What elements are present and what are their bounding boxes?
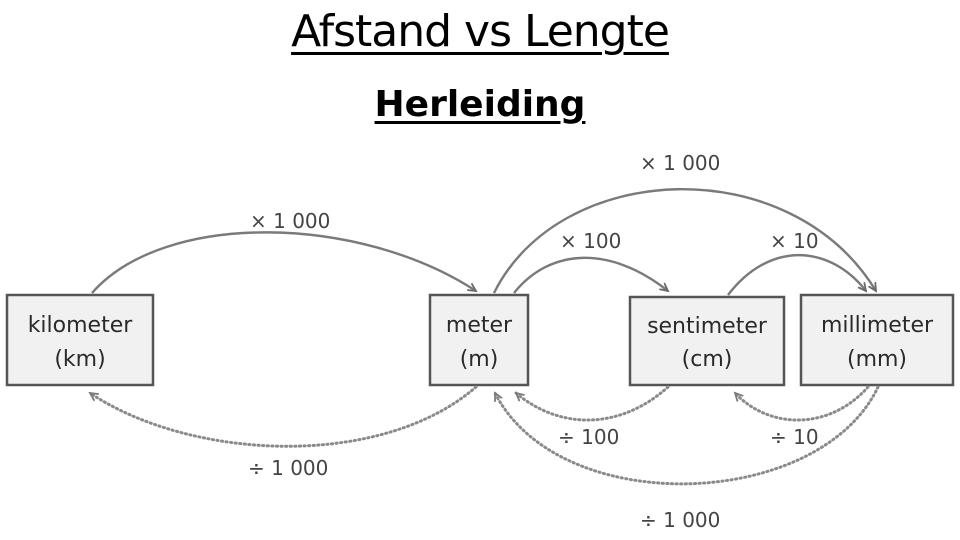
arrow-m-to-km [90, 385, 478, 448]
unit-abbr: (cm) [682, 347, 733, 372]
arrow-m-to-cm [513, 256, 668, 294]
arrow-m-to-mm [492, 188, 876, 294]
arrow-cm-to-mm [727, 253, 866, 296]
label-km-to-m: × 1 000 [250, 209, 330, 233]
label-mm-to-cm: ÷ 10 [770, 425, 819, 449]
label-cm-to-mm: × 10 [770, 229, 819, 253]
arrow-cm-to-m [516, 385, 670, 422]
label-m-to-km: ÷ 1 000 [248, 456, 328, 480]
page-subtitle: Herleiding [374, 84, 586, 125]
arrow-mm-to-cm [733, 385, 870, 422]
arrow-km-to-m [91, 231, 476, 294]
unit-box-meter: meter (m) [428, 293, 530, 387]
arrow-mm-to-m [493, 385, 880, 486]
unit-box-millimeter: millimeter (mm) [799, 293, 955, 387]
unit-abbr: (m) [460, 347, 499, 372]
page-title: Afstand vs Lengte [291, 6, 670, 57]
unit-name: meter [446, 313, 513, 338]
unit-box-kilometer: kilometer (km) [5, 293, 155, 387]
unit-name: millimeter [821, 313, 934, 338]
unit-name: sentimeter [647, 314, 768, 339]
label-cm-to-m: ÷ 100 [558, 425, 619, 449]
unit-name: kilometer [28, 313, 134, 338]
unit-abbr: (km) [54, 347, 105, 372]
label-m-to-mm: × 1 000 [640, 151, 720, 175]
label-m-to-cm: × 100 [560, 229, 621, 253]
unit-box-sentimeter: sentimeter (cm) [628, 295, 786, 387]
unit-abbr: (mm) [847, 347, 907, 372]
label-mm-to-m: ÷ 1 000 [640, 508, 720, 532]
